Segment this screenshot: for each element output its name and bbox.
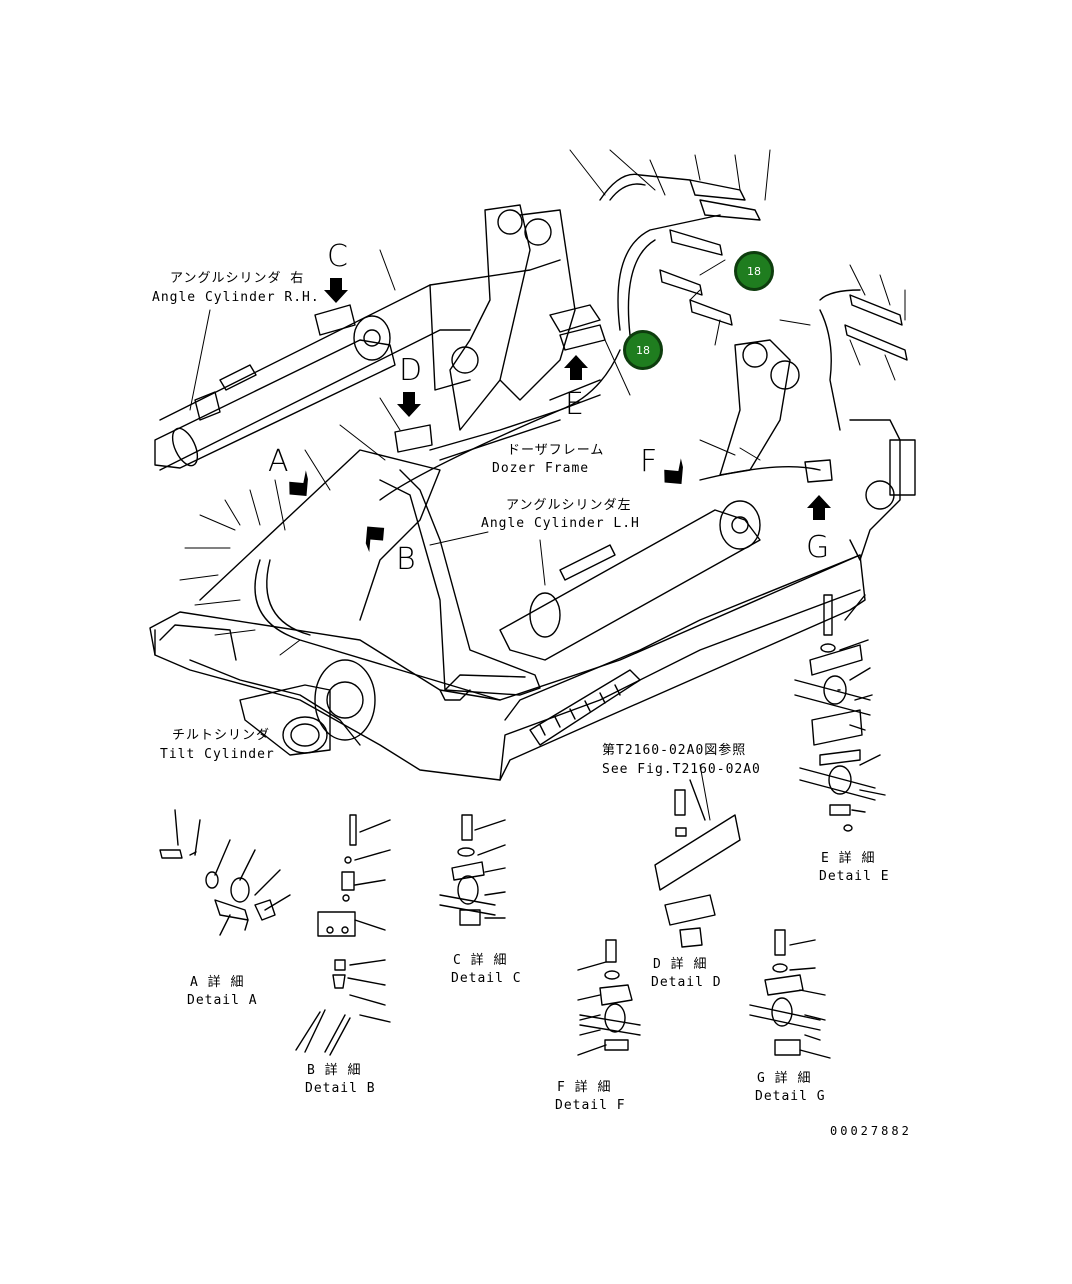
view-letter-c: C bbox=[327, 239, 348, 274]
label-see-figure-jp: 第T2160-02A0図参照 bbox=[602, 743, 747, 758]
label-angle-cylinder-lh-jp: アングルシリンダ左 bbox=[506, 498, 632, 513]
tilt-cylinder bbox=[239, 659, 376, 756]
detail-f-title-en: Detail F bbox=[555, 1098, 626, 1113]
view-letter-d: D bbox=[399, 353, 423, 388]
label-dozer-frame-jp: ドーザフレーム bbox=[507, 443, 605, 458]
view-letter-b: B bbox=[396, 542, 416, 577]
detail-e-title-jp: E 詳 細 bbox=[821, 851, 876, 866]
detail-b-title-en: Detail B bbox=[305, 1081, 376, 1096]
detail-g-title-jp: G 詳 細 bbox=[757, 1071, 812, 1086]
detail-d-title-jp: D 詳 細 bbox=[653, 957, 708, 972]
detail-a-drawing bbox=[159, 809, 291, 936]
label-angle-cylinder-lh-en: Angle Cylinder L.H bbox=[481, 516, 640, 531]
leader-lines bbox=[179, 149, 906, 821]
detail-a-title-en: Detail A bbox=[187, 993, 258, 1008]
detail-d-title-en: Detail D bbox=[651, 975, 722, 990]
detail-g-title-en: Detail G bbox=[755, 1089, 826, 1104]
detail-e-title-en: Detail E bbox=[819, 869, 890, 884]
label-see-figure-en: See Fig.T2160-02A0 bbox=[602, 762, 761, 777]
callout-18-top[interactable]: 18 bbox=[734, 251, 774, 291]
label-tilt-cylinder-jp: チルトシリンダ bbox=[172, 728, 271, 743]
angle-cylinder-rh bbox=[154, 315, 396, 469]
upper-frame-members bbox=[159, 204, 601, 471]
detail-e-drawing bbox=[794, 594, 886, 832]
rack-bar bbox=[529, 669, 641, 746]
callout-18-mid[interactable]: 18 bbox=[623, 330, 663, 370]
label-angle-cylinder-rh-en: Angle Cylinder R.H. bbox=[152, 290, 320, 305]
angle-cylinder-lh bbox=[499, 339, 916, 661]
detail-c-title-jp: C 詳 細 bbox=[453, 953, 508, 968]
detail-c-title-en: Detail C bbox=[451, 971, 522, 986]
drawing-number: 00027882 bbox=[830, 1124, 912, 1138]
label-tilt-cylinder-en: Tilt Cylinder bbox=[160, 747, 275, 762]
view-letter-f: F bbox=[640, 444, 658, 479]
hydraulic-hoses bbox=[254, 173, 861, 701]
view-letter-g: G bbox=[806, 530, 830, 565]
label-dozer-frame-en: Dozer Frame bbox=[492, 461, 590, 476]
label-angle-cylinder-rh-jp: アングルシリンダ 右 bbox=[170, 271, 305, 286]
view-letter-e: E bbox=[565, 387, 584, 422]
detail-c-drawing bbox=[439, 814, 506, 926]
detail-d-drawing bbox=[654, 779, 741, 948]
dozer-frame-outline bbox=[149, 449, 866, 781]
view-letter-a: A bbox=[268, 444, 289, 479]
detail-a-title-jp: A 詳 細 bbox=[190, 975, 245, 990]
view-arrows bbox=[289, 278, 831, 553]
detail-f-title-jp: F 詳 細 bbox=[557, 1080, 612, 1095]
detail-b-title-jp: B 詳 細 bbox=[307, 1063, 362, 1078]
detail-g-drawing bbox=[749, 929, 831, 1059]
hose-fittings bbox=[314, 179, 908, 483]
detail-b-drawing bbox=[295, 814, 391, 1056]
detail-f-drawing bbox=[577, 939, 641, 1056]
